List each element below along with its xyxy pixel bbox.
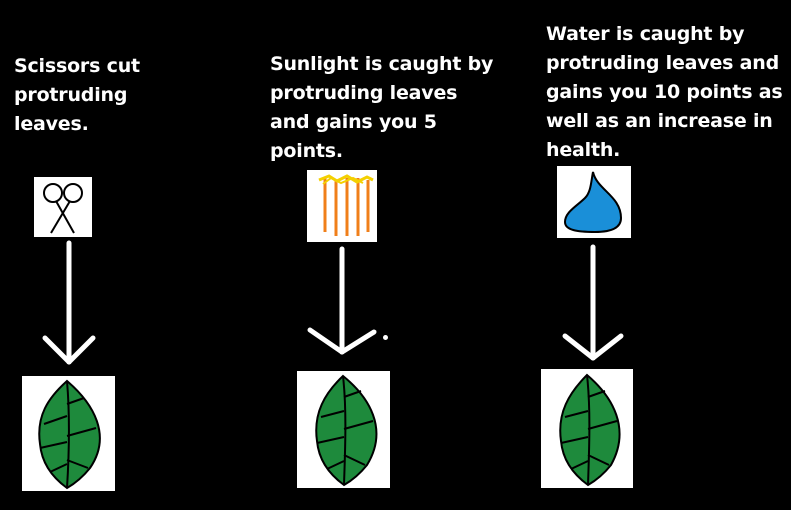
water-drop-icon [557, 166, 631, 238]
water-down-arrow [562, 244, 624, 361]
leaf-icon [559, 373, 621, 487]
leaf-box-2 [297, 371, 390, 488]
leaf-icon [315, 374, 378, 487]
leaf-icon [38, 379, 101, 490]
sunlight-icon [307, 170, 377, 242]
scissors-down-arrow [42, 240, 96, 365]
sunlight-down-arrow [307, 246, 377, 355]
scissors-icon [34, 177, 92, 237]
sunlight-caption: Sunlight is caught by protruding leaves … [270, 53, 494, 162]
scissors-caption: Scissors cut protruding leaves. [14, 55, 140, 135]
leaf-box-3 [541, 369, 633, 488]
stray-dot [383, 335, 388, 340]
water-caption: Water is caught by protruding leaves and… [546, 23, 783, 161]
leaf-box-1 [22, 376, 115, 491]
